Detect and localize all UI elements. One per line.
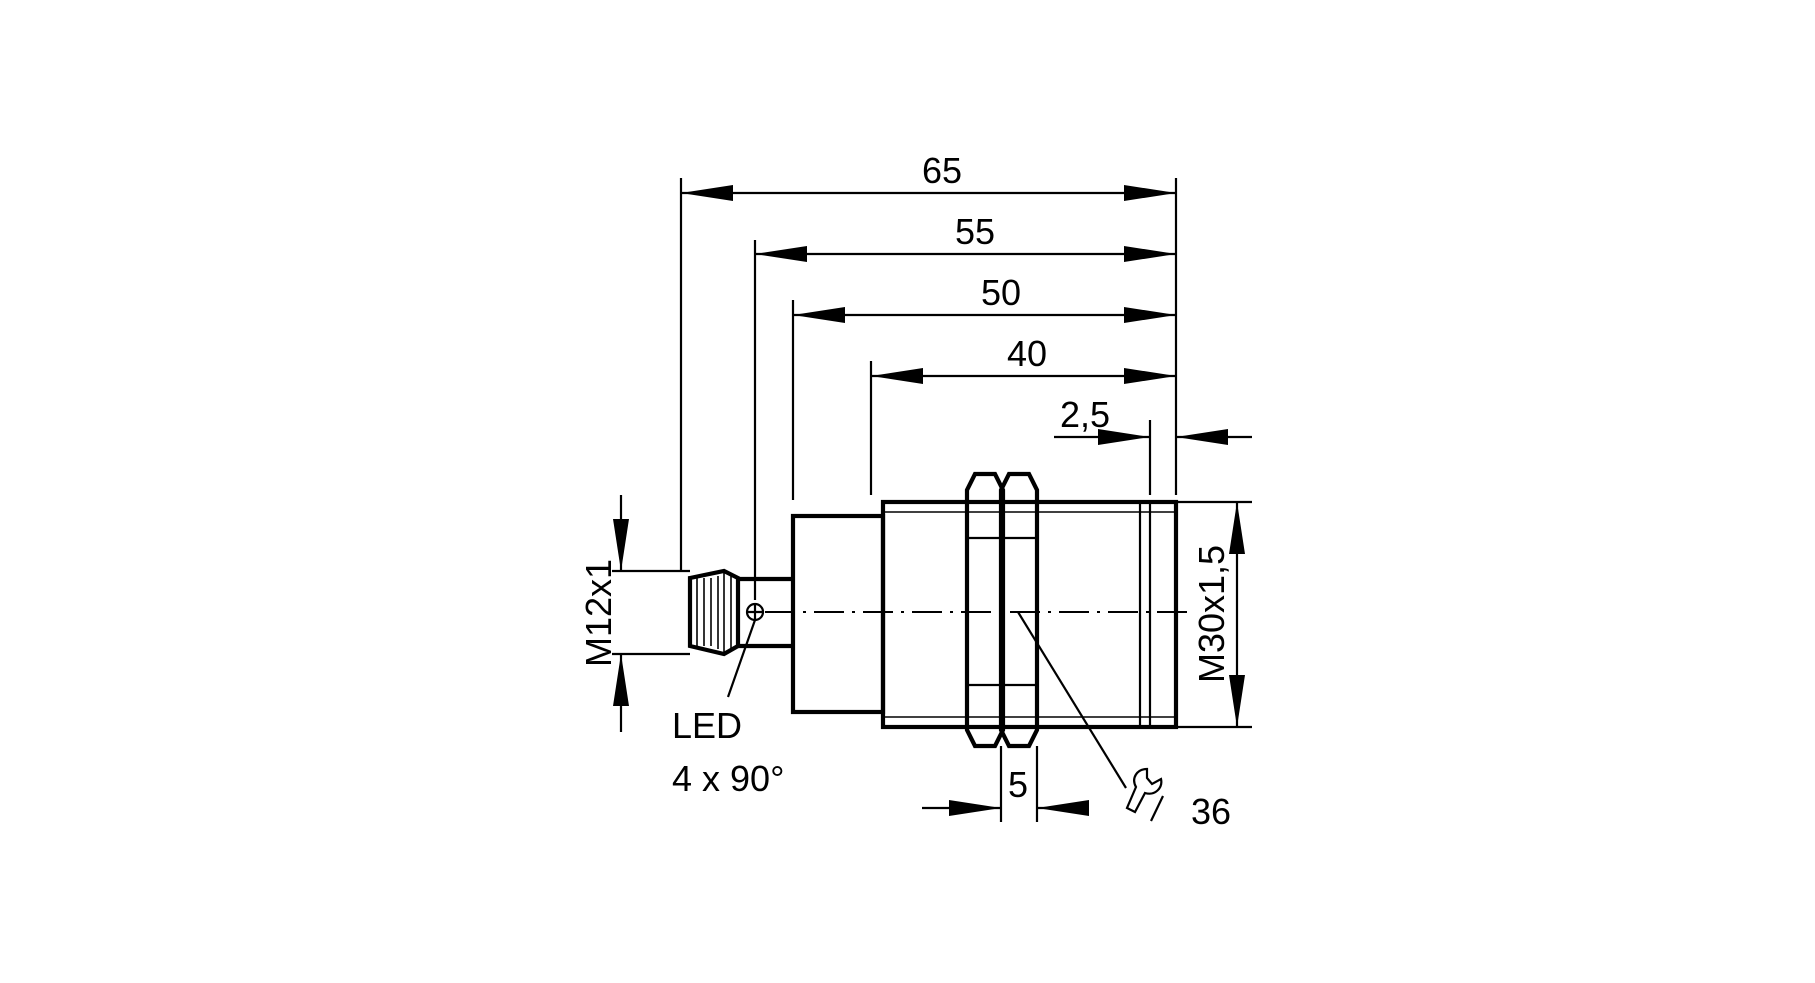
- lock-nut-left: [964, 471, 1006, 749]
- dimension-40: 40: [871, 333, 1176, 384]
- dimension-5: 5: [922, 746, 1089, 822]
- dimension-m12x1: M12x1: [578, 495, 629, 732]
- dimension-65-label: 65: [922, 150, 962, 191]
- dimension-5-label: 5: [1008, 764, 1028, 805]
- wrench-leader: [1017, 611, 1127, 789]
- led-indicator-icon: [726, 602, 765, 698]
- dimension-55-label: 55: [955, 211, 995, 252]
- sensor-body: [738, 499, 1179, 730]
- led-orientation-note: 4 x 90°: [672, 758, 784, 799]
- dimension-50: 50: [793, 272, 1176, 323]
- dimension-55: 55: [755, 211, 1176, 262]
- dimension-m30x1-5: M30x1,5: [1191, 502, 1245, 727]
- wrench-icon: [1125, 767, 1164, 822]
- dimension-2-5: 2,5: [1054, 394, 1252, 445]
- dimension-65: 65: [681, 150, 1176, 201]
- wrench-size-label: 36: [1191, 791, 1231, 832]
- led-label: LED: [672, 705, 742, 746]
- dimension-50-label: 50: [981, 272, 1021, 313]
- dimension-m12x1-label: M12x1: [578, 559, 619, 667]
- dimension-40-label: 40: [1007, 333, 1047, 374]
- dimension-m30x1-5-label: M30x1,5: [1191, 545, 1232, 683]
- extension-lines: [612, 178, 1252, 729]
- m12-connector: [687, 568, 741, 657]
- dimension-2-5-label: 2,5: [1060, 394, 1110, 435]
- lock-nut-right: [998, 471, 1040, 749]
